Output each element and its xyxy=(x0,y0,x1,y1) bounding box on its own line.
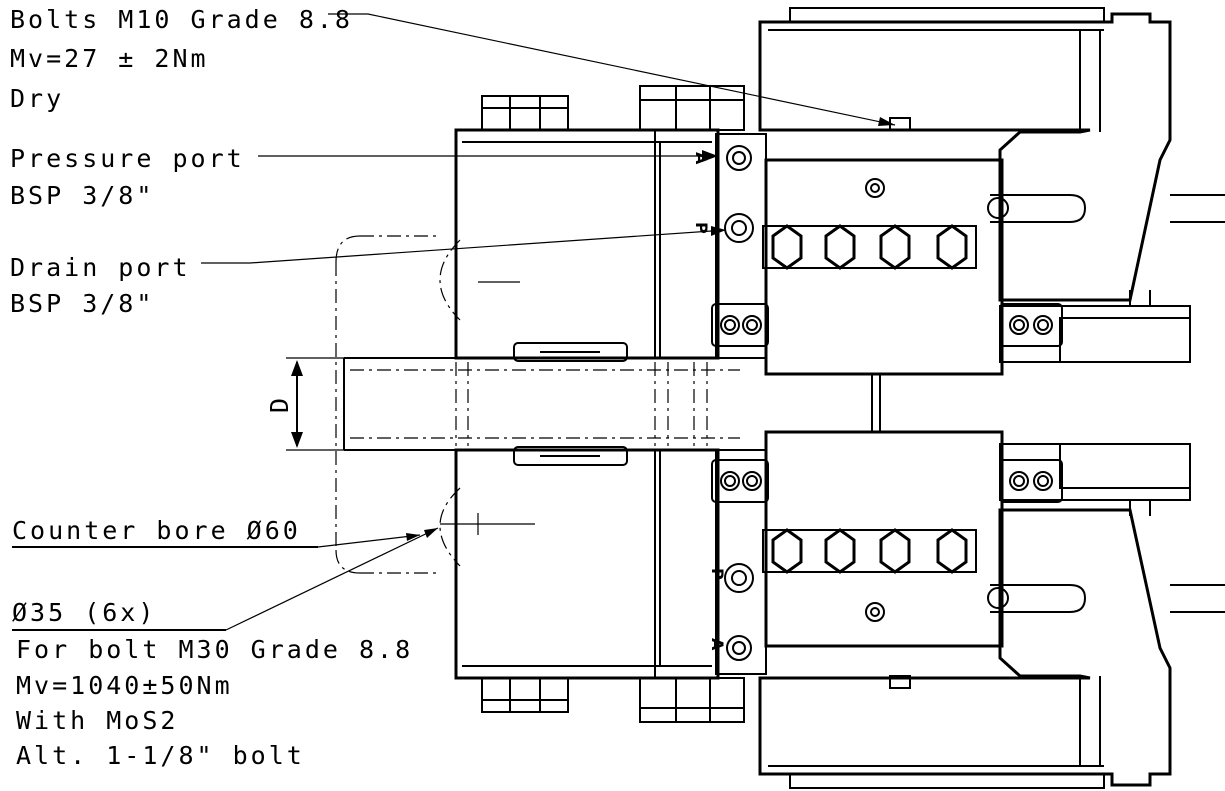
annotation-counter-bore: Counter bore Ø60 xyxy=(12,516,318,548)
drain-port-line2: BSP 3/8" xyxy=(10,289,154,318)
port-a-lower-icon xyxy=(726,635,752,661)
clamp-body-upper xyxy=(454,128,720,360)
port-a-upper-icon xyxy=(726,145,752,171)
annotation-drain-port: Drain port BSP 3/8" xyxy=(10,253,191,318)
counter-bore-label: Counter bore Ø60 xyxy=(12,516,301,545)
twin-bolts-upper xyxy=(711,303,1063,347)
drain-port-line1: Drain port xyxy=(10,253,191,282)
actuator-lower xyxy=(758,430,1225,789)
port-letter-lower-p: P xyxy=(708,568,727,580)
pressure-port-line2: BSP 3/8" xyxy=(10,181,154,210)
port-letter-upper-p: P xyxy=(692,222,711,234)
leader-lines xyxy=(201,13,896,631)
bolts-m10-line2: Mv=27 ± 2Nm xyxy=(10,44,209,73)
annotation-hole-spec: Ø35 (6x) For bolt M30 Grade 8.8 Mv=1040±… xyxy=(12,598,413,770)
clamp-body-lower xyxy=(454,448,720,680)
hole-spec-line4: With MoS2 xyxy=(16,706,178,735)
hex-nuts-top xyxy=(481,85,745,131)
annotation-bolts-m10: Bolts M10 Grade 8.8 Mv=27 ± 2Nm Dry xyxy=(10,5,353,113)
port-p-lower-icon xyxy=(724,563,754,593)
port-face-upper: A P xyxy=(692,133,767,359)
phantom-flange xyxy=(335,235,535,574)
port-letter-upper-a: A xyxy=(692,152,711,165)
annotation-pressure-port: Pressure port BSP 3/8" xyxy=(10,144,245,210)
hex-bolts-upper-row xyxy=(762,224,977,270)
dimension-d-label: D xyxy=(265,398,294,413)
bolts-m10-line1: Bolts M10 Grade 8.8 xyxy=(10,5,353,34)
port-letter-lower-a: A xyxy=(708,638,727,651)
shaft xyxy=(343,342,745,466)
hole-spec-line1: Ø35 (6x) xyxy=(12,598,156,627)
hole-spec-line2: For bolt M30 Grade 8.8 xyxy=(16,635,413,664)
bolts-m10-line3: Dry xyxy=(10,84,64,113)
port-p-upper-icon xyxy=(724,213,754,243)
hole-spec-line5: Alt. 1-1/8" bolt xyxy=(16,741,305,770)
hex-bolts-lower-row xyxy=(762,528,977,574)
twin-bolts-lower xyxy=(711,459,1063,503)
pressure-port-line1: Pressure port xyxy=(10,144,245,173)
hole-spec-line3: Mv=1040±50Nm xyxy=(16,671,233,700)
actuator-upper xyxy=(758,7,1225,376)
dimension-d: D xyxy=(265,357,350,451)
hex-nuts-bottom xyxy=(481,677,745,723)
